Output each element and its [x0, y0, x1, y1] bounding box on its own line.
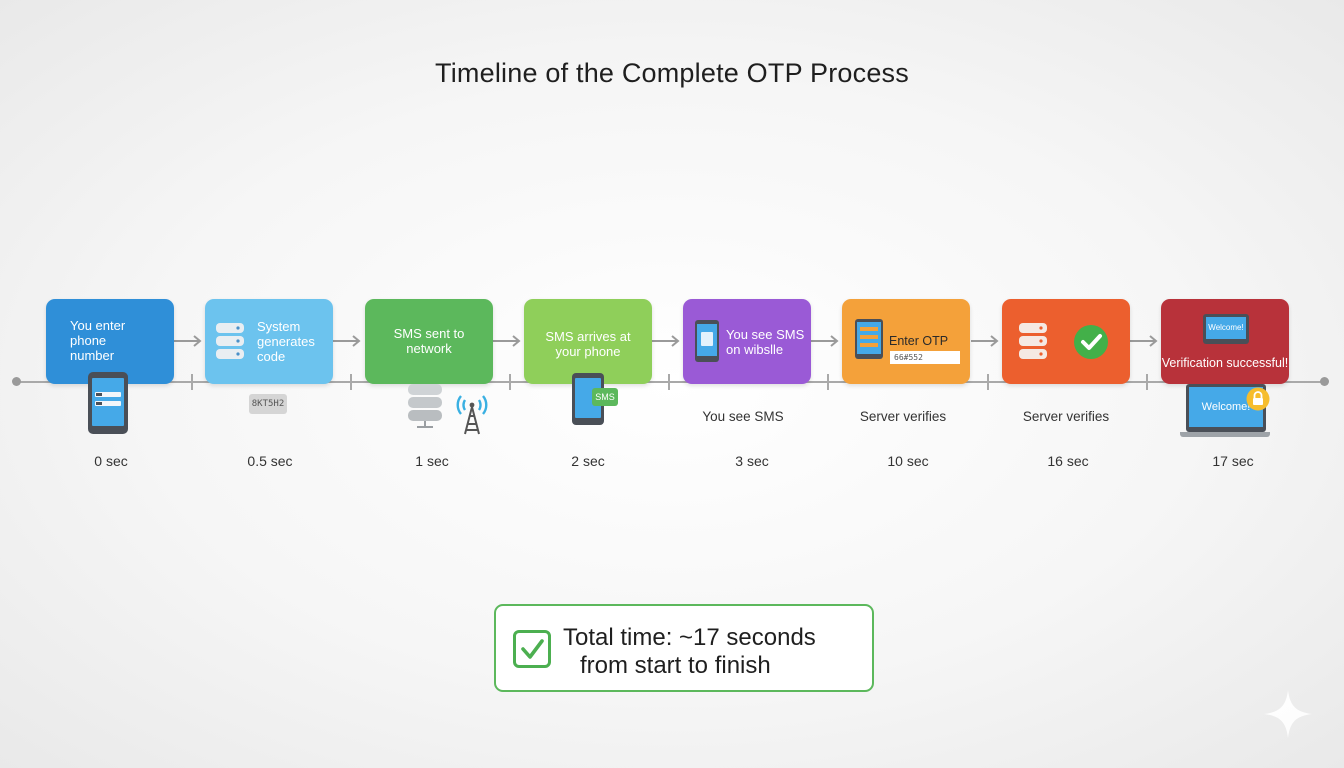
- page-title: Timeline of the Complete OTP Process: [435, 58, 909, 88]
- timeline-tick: [191, 374, 193, 390]
- step-line: System: [257, 319, 301, 334]
- step-card-server-verify: [1002, 299, 1130, 384]
- step-time: 2 sec: [571, 453, 605, 469]
- step-line: SMS sent to: [393, 326, 465, 341]
- step-line: number: [70, 348, 115, 363]
- step-below-label: Server verifies: [859, 409, 947, 424]
- step-time: 1 sec: [415, 453, 449, 469]
- step-card-text: Enter OTP: [889, 334, 948, 349]
- cell-tower-icon: [456, 395, 488, 435]
- step-line: Enter OTP: [889, 334, 949, 348]
- timeline-tick: [509, 374, 511, 390]
- timeline-tick: [1146, 374, 1148, 390]
- arrow-icon: [652, 335, 680, 347]
- step-below-label: Server verifies: [1022, 409, 1110, 424]
- arrow-icon: [811, 335, 839, 347]
- arrow-icon: [333, 335, 361, 347]
- step-line: Verification successful!: [1161, 356, 1289, 370]
- step-card-text: You enter phone number: [70, 318, 125, 363]
- step-card-sms-arrives: SMS arrives at your phone: [524, 299, 652, 384]
- laptop-base: [1180, 432, 1270, 437]
- phone-icon: [88, 372, 128, 434]
- sms-badge: SMS: [592, 388, 618, 406]
- otp-input[interactable]: 66#552: [890, 351, 960, 364]
- code-chip: 8KT5H2: [249, 394, 287, 414]
- step-line: network: [406, 341, 452, 356]
- step-card-text: SMS sent to network: [365, 326, 493, 356]
- step-card-text: Verification successful!: [1161, 356, 1289, 371]
- step-line: generates: [257, 334, 315, 349]
- arrow-icon: [493, 335, 521, 347]
- summary-box: Total time: ~17 seconds from start to fi…: [494, 604, 874, 692]
- step-time: 10 sec: [887, 453, 929, 469]
- step-below-label: You see SMS: [702, 409, 784, 424]
- step-time: 0.5 sec: [247, 453, 293, 469]
- step-time: 3 sec: [735, 453, 769, 469]
- checkbox-icon: [513, 630, 551, 668]
- step-line: phone: [70, 333, 107, 348]
- step-time: 16 sec: [1047, 453, 1089, 469]
- sparkle-icon: [1264, 690, 1312, 738]
- server-icon: [1019, 323, 1047, 359]
- summary-line-1: Total time: ~17 seconds: [563, 624, 816, 651]
- arrow-icon: [1130, 335, 1158, 347]
- timeline-tick: [827, 374, 829, 390]
- step-card-generate-code: System generates code: [205, 299, 333, 384]
- timeline-tick: [668, 374, 670, 390]
- step-line: You enter: [70, 318, 126, 333]
- step-card-enter-otp: Enter OTP 66#552: [842, 299, 970, 384]
- step-card-enter-phone: You enter phone number: [46, 299, 174, 384]
- step-time: 0 sec: [94, 453, 128, 469]
- step-line: your phone: [555, 344, 621, 359]
- monitor-screen-text: Welcome!: [1206, 317, 1246, 339]
- step-card-text: You see SMS on wibslle: [726, 327, 804, 357]
- step-card-sms-sent: SMS sent to network: [365, 299, 493, 384]
- phone-icon: [695, 320, 719, 362]
- arrow-icon: [971, 335, 999, 347]
- lock-icon: [1246, 387, 1270, 411]
- step-card-text: System generates code: [257, 319, 315, 364]
- timeline-tick: [987, 374, 989, 390]
- summary-line-2: from start to finish: [580, 652, 771, 679]
- step-card-text: SMS arrives at your phone: [524, 329, 652, 359]
- timeline-tick: [350, 374, 352, 390]
- step-line: code: [257, 349, 286, 364]
- step-line: on wibslle: [726, 342, 784, 357]
- timeline-start-dot: [12, 377, 21, 386]
- timeline-end-dot: [1320, 377, 1329, 386]
- form-icon: [855, 319, 883, 359]
- step-line: You see SMS: [726, 327, 805, 342]
- timeline-axis: [16, 381, 1324, 383]
- step-card-verification-success: Welcome! Verification successful!: [1161, 299, 1289, 384]
- arrow-icon: [174, 335, 202, 347]
- step-card-see-sms: You see SMS on wibslle: [683, 299, 811, 384]
- step-time: 17 sec: [1212, 453, 1254, 469]
- server-icon: [216, 323, 244, 359]
- monitor-icon: Welcome!: [1203, 314, 1249, 344]
- server-icon: [408, 384, 442, 428]
- step-line: SMS arrives at: [545, 329, 631, 344]
- check-circle-icon: [1074, 325, 1108, 359]
